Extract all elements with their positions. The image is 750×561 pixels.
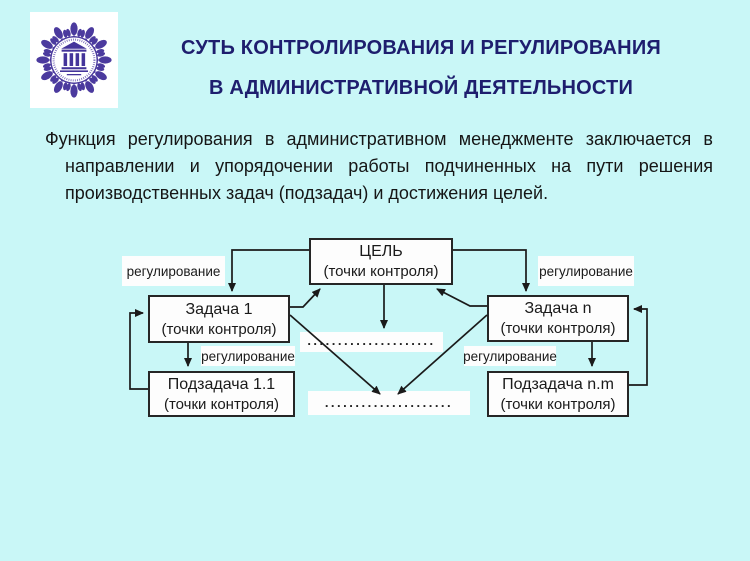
subtask-1-1-node: Подзадача 1.1 (точки контроля)	[148, 371, 295, 417]
arrow-taskn-to-goal	[436, 288, 487, 307]
node-title: Задача n	[524, 300, 592, 317]
regulation-label-mid-left: регулирование	[201, 346, 295, 366]
arrow-goal-to-taskn	[453, 249, 530, 292]
node-title: Задача 1	[185, 300, 253, 318]
arrow-goal-to-task1	[228, 249, 309, 292]
task-n-node: Задача n (точки контроля)	[487, 295, 629, 342]
subtask-n-m-node: Подзадача n.m (точки контроля)	[487, 371, 629, 417]
arrow-task1-to-goal	[290, 288, 321, 308]
node-subtitle: (точки контроля)	[163, 395, 280, 413]
ellipsis-mid-box: .....................	[300, 332, 443, 352]
arrow-feedback-loop-left	[129, 309, 148, 390]
arrow-feedback-loop-right	[629, 305, 648, 386]
logo	[30, 12, 118, 108]
regulation-label-top-left: регулирование	[122, 256, 225, 286]
body-text-line: Функция регулирования в административном…	[45, 129, 713, 149]
node-title: Подзадача n.m	[502, 375, 614, 393]
arrow-task1-to-bottom	[289, 314, 381, 395]
slide-title-line-2: В АДМИНИСТРАТИВНОЙ ДЕЯТЕЛЬНОСТИ	[208, 77, 634, 99]
goal-node: ЦЕЛЬ (точки контроля)	[309, 238, 453, 285]
slide-title: СУТЬ КОНТРОЛИРОВАНИЯ И РЕГУЛИРОВАНИЯ В А…	[135, 28, 707, 108]
body-text: Функция регулирования в административном…	[45, 126, 713, 207]
node-subtitle: (точки контроля)	[161, 320, 277, 338]
task-1-node: Задача 1 (точки контроля)	[148, 295, 290, 343]
node-subtitle: (точки контроля)	[323, 263, 439, 280]
slide-title-line-1: СУТЬ КОНТРОЛИРОВАНИЯ И РЕГУЛИРОВАНИЯ	[181, 37, 661, 59]
node-subtitle: (точки контроля)	[500, 320, 616, 337]
body-text-line: производственных задач (подзадач) и дост…	[65, 183, 549, 203]
node-subtitle: (точки контроля)	[500, 395, 616, 413]
regulation-label-top-right: регулирование	[538, 256, 634, 286]
university-emblem-icon	[36, 22, 112, 98]
body-text-line: направлении и упорядочении работы подчин…	[65, 156, 713, 176]
ellipsis-bottom-box: .....................	[308, 391, 470, 415]
node-title: ЦЕЛЬ	[359, 243, 403, 260]
regulation-label-mid-right: регулирование	[463, 346, 557, 366]
node-title: Подзадача 1.1	[167, 375, 276, 393]
